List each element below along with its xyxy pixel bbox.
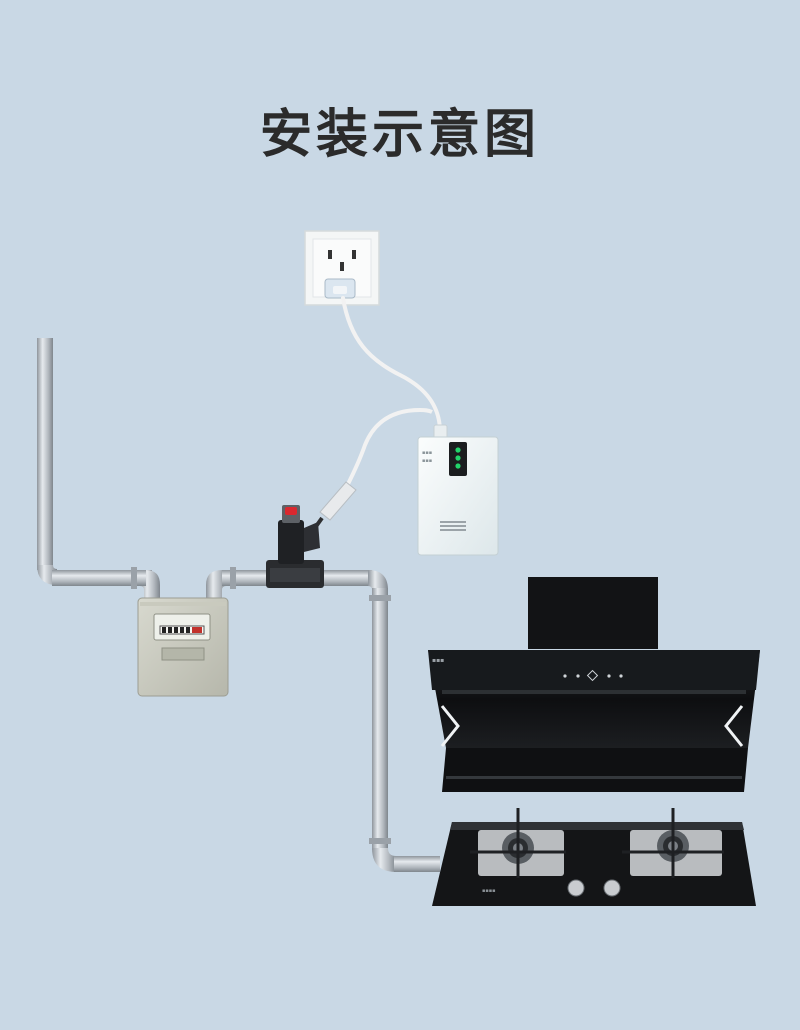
- svg-text:▪▪▪: ▪▪▪: [422, 458, 432, 464]
- gas-detector-icon: ▪▪▪ ▪▪▪: [417, 436, 499, 556]
- range-hood-icon: ▪▪▪: [428, 577, 760, 792]
- gas-stove-icon: ▪▪▪▪: [432, 808, 756, 906]
- svg-text:▪▪▪▪: ▪▪▪▪: [482, 888, 496, 894]
- gas-meter-icon: [137, 597, 229, 697]
- svg-text:▪▪▪: ▪▪▪: [432, 657, 444, 664]
- signal-cable: [343, 408, 422, 492]
- svg-text:▪▪▪: ▪▪▪: [422, 450, 432, 456]
- gas-pipe: [37, 338, 440, 872]
- cable-plug: [319, 481, 357, 521]
- power-cable: [341, 296, 442, 434]
- power-socket-icon: [304, 230, 380, 306]
- solenoid-valve-icon: [266, 505, 324, 588]
- page-title: 安装示意图: [259, 105, 540, 165]
